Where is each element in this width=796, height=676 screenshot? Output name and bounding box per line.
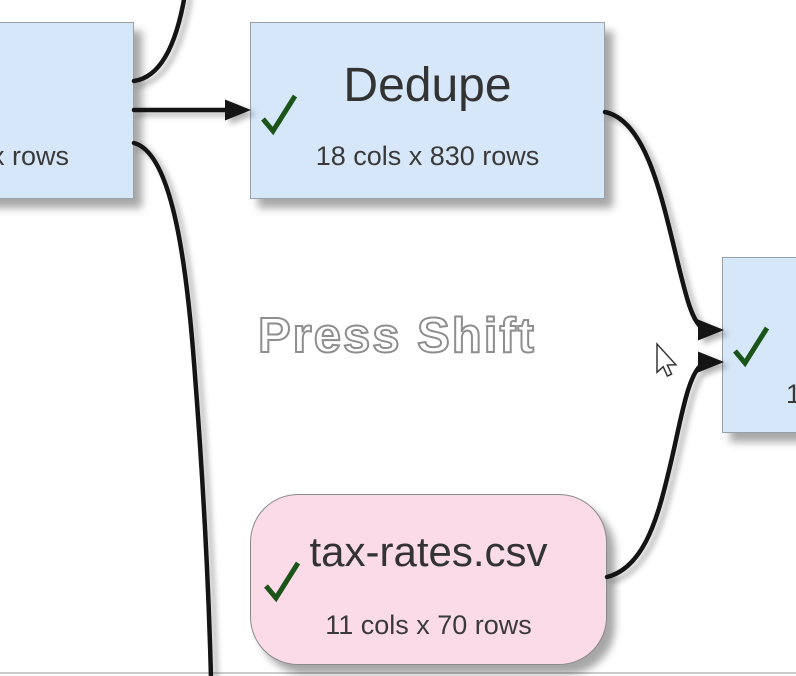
check-icon [733,326,770,368]
arrowhead-into-dedupe [225,99,251,121]
node-title: Dedupe [343,59,512,112]
mouse-cursor-icon [656,342,678,377]
press-shift-hint: Press Shift [257,308,536,364]
node-dedupe[interactable]: Dedupe 18 cols x 830 rows [250,22,605,199]
node-left-partial[interactable]: x rows [0,22,134,199]
arrowhead-into-right-lower [698,351,724,373]
node-subtitle-fragment: x rows [0,141,70,171]
node-title: tax-rates.csv [309,528,548,575]
wire-taxrates-to-right [604,360,707,580]
canvas-bottom-edge [0,672,796,674]
check-icon [264,561,301,603]
wire-dedupe-to-right [602,109,707,332]
node-subtitle: 11 cols x 70 rows [325,610,532,640]
node-right-partial[interactable]: 1 [722,257,796,433]
node-tax-rates[interactable]: tax-rates.csv 11 cols x 70 rows [250,494,607,665]
node-subtitle: 18 cols x 830 rows [315,141,540,171]
wire-left-to-top [131,0,187,84]
check-icon [261,94,298,136]
wire-left-to-bottom [131,140,214,676]
node-subtitle-fragment: 1 [786,379,796,409]
arrowhead-into-right-upper [698,319,724,341]
